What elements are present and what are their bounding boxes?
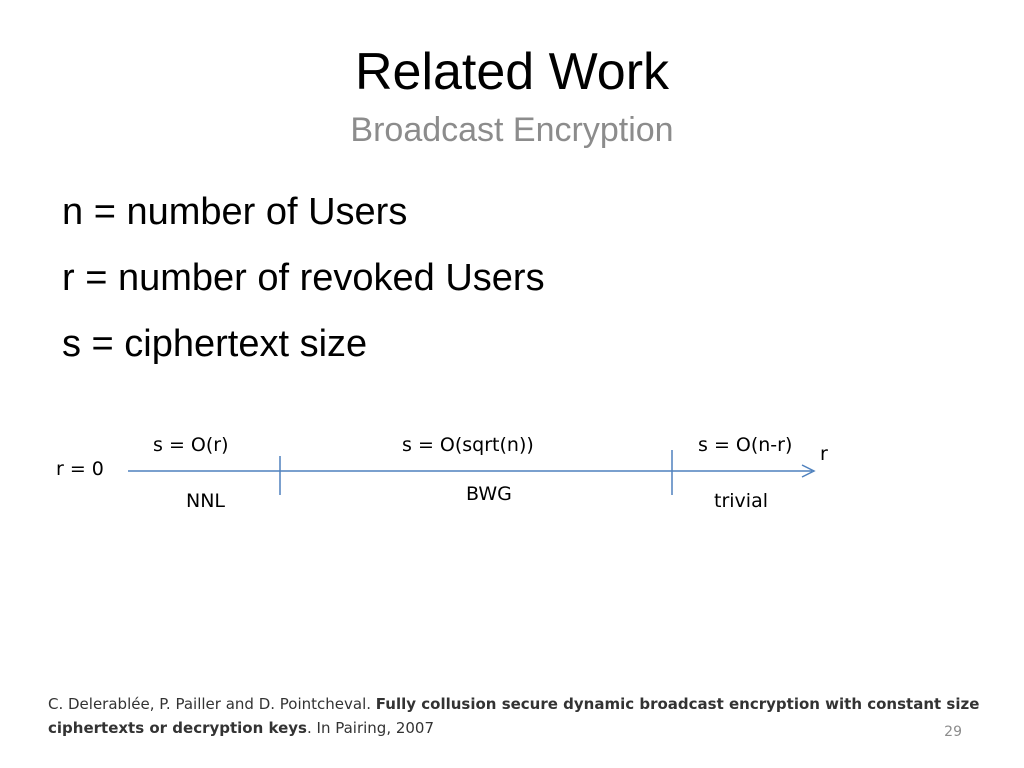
citation-paper-title: Fully collusion secure dynamic broadcast…: [48, 695, 980, 737]
citation: C. Delerablée, P. Pailler and D. Pointch…: [48, 692, 998, 740]
slide-title: Related Work: [354, 43, 670, 101]
segment-complexity-trivial: s = O(n-r): [698, 434, 793, 456]
definition-r: r = number of revoked Users: [62, 257, 545, 299]
segment-scheme-bwg: BWG: [466, 483, 512, 505]
definition-n: n = number of Users: [62, 191, 408, 233]
segment-scheme-nnl: NNL: [186, 490, 226, 512]
segment-scheme-trivial: trivial: [714, 490, 768, 512]
slide-subtitle: Broadcast Encryption: [350, 111, 674, 149]
timeline-arrowhead: [801, 464, 816, 478]
timeline-start-label: r = 0: [56, 458, 104, 480]
page-number: 29: [944, 724, 962, 740]
segment-complexity-bwg: s = O(sqrt(n)): [402, 434, 534, 456]
citation-authors: C. Delerablée, P. Pailler and D. Pointch…: [48, 695, 372, 713]
definitions-list: n = number of Users r = number of revoke…: [62, 190, 545, 388]
segment-complexity-nnl: s = O(r): [153, 434, 229, 456]
citation-venue: . In Pairing, 2007: [306, 719, 435, 737]
definition-s: s = ciphertext size: [62, 323, 368, 365]
timeline-end-label: r: [820, 443, 828, 465]
